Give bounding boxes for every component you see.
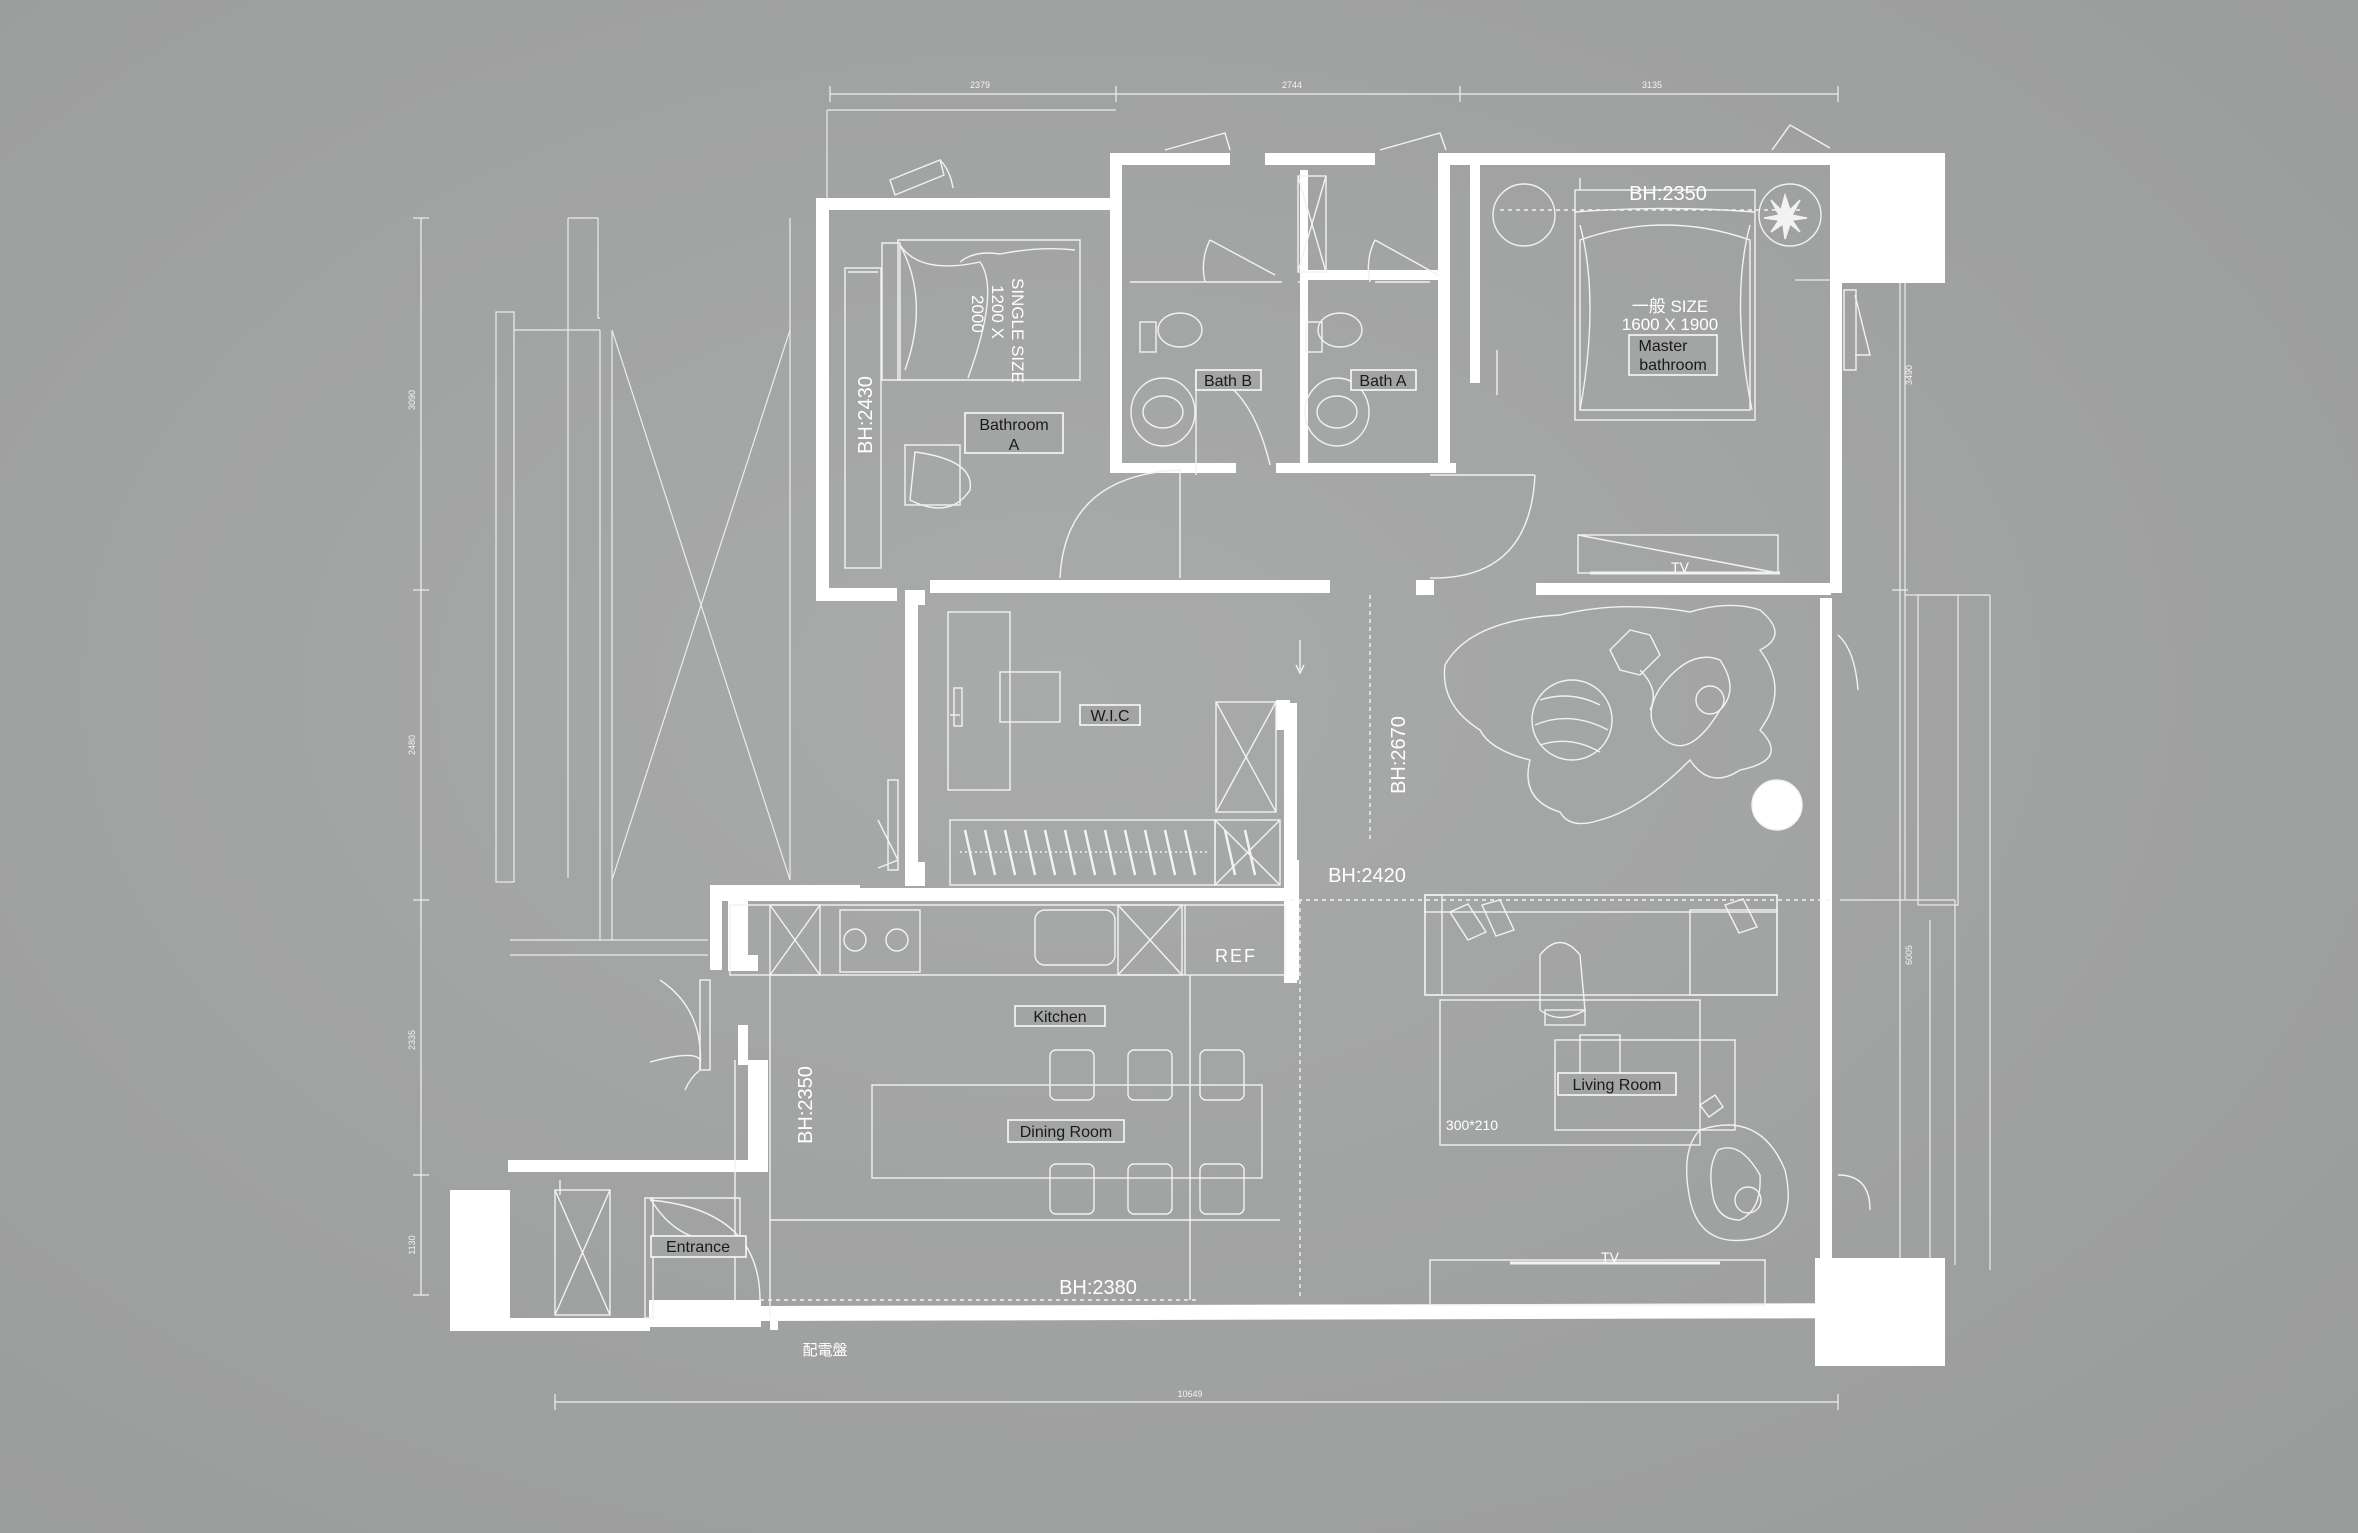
electrical-panel-label: 配電盤 [802, 1342, 847, 1359]
label-bath-b: Bath B [1204, 373, 1252, 390]
rug-size-label: 300*210 [1446, 1117, 1498, 1133]
master-bed-size-1: 一般 SIZE [1632, 297, 1709, 316]
ref-label: REF [1215, 946, 1257, 966]
bathrooms-fixtures [1059, 124, 1831, 579]
bh-living: BH:2420 [1328, 865, 1406, 887]
tv-top-label: TV [1671, 559, 1690, 575]
dimension-texts: 2379 2744 3135 10649 3090 2480 2335 1130… [407, 80, 1914, 1399]
single-size-text-1: SINGLE SIZE [1008, 278, 1027, 383]
room-labels: Bathroom A Bath B Bath A Master bathroom… [650, 334, 1718, 1258]
master-bed-text: 一般 SIZE 1600 X 1900 TV [1622, 297, 1718, 575]
dim-bottom: 10649 [1177, 1389, 1202, 1399]
label-bath-a: Bath A [1359, 373, 1406, 390]
dim-top-3: 3135 [1642, 80, 1662, 90]
dim-right-1: 3490 [1904, 365, 1914, 385]
bh-bedroom-a: BH:2430 [855, 376, 877, 454]
master-bedroom [1492, 178, 1871, 575]
bh-hall: BH:2670 [1388, 716, 1410, 794]
dim-left-1: 3090 [407, 390, 417, 410]
balcony-outlines [495, 109, 1991, 1270]
kitchen [554, 904, 1286, 1319]
dim-top-1: 2379 [970, 80, 990, 90]
label-entrance: Entrance [666, 1239, 730, 1256]
dimension-lines [413, 86, 1908, 1410]
walls [450, 153, 1945, 1366]
tv-bottom-label: TV [1601, 1249, 1620, 1265]
dim-top-2: 2744 [1282, 80, 1302, 90]
closet-hangers [963, 829, 1257, 876]
dim-left-4: 1130 [407, 1235, 417, 1254]
label-living: Living Room [1573, 1077, 1662, 1094]
kitchen-texts: REF 配電盤 [770, 946, 1257, 1359]
bed-a-size-text: SINGLE SIZE 1200 X 2000 [968, 278, 1027, 383]
label-master-1: Master [1639, 338, 1689, 355]
ceiling-heights: BH:2350 BH:2430 BH:2670 BH:2420 BH:2350 … [795, 183, 1707, 1299]
label-bathroom-a-2: A [1009, 437, 1020, 454]
label-dining: Dining Room [1020, 1124, 1112, 1141]
bh-entrance: BH:2380 [1059, 1277, 1137, 1299]
label-master-2: bathroom [1639, 357, 1707, 374]
master-bed-size-2: 1600 X 1900 [1622, 315, 1718, 334]
living-texts: 300*210 TV [1446, 1117, 1620, 1265]
bedroom-a [844, 159, 1081, 569]
single-size-text-3: 2000 [968, 295, 987, 333]
dim-left-2: 2480 [407, 735, 417, 755]
bh-dining: BH:2350 [795, 1066, 817, 1144]
single-size-text-2: 1200 X [988, 285, 1007, 339]
living-room [1290, 595, 1871, 1306]
dim-left-3: 2335 [407, 1030, 417, 1050]
label-bathroom-a-1: Bathroom [979, 417, 1048, 434]
bh-master: BH:2350 [1629, 183, 1707, 205]
label-kitchen: Kitchen [1033, 1009, 1086, 1026]
label-wic: W.I.C [1090, 708, 1129, 725]
dim-right-2: 6005 [1904, 945, 1914, 965]
